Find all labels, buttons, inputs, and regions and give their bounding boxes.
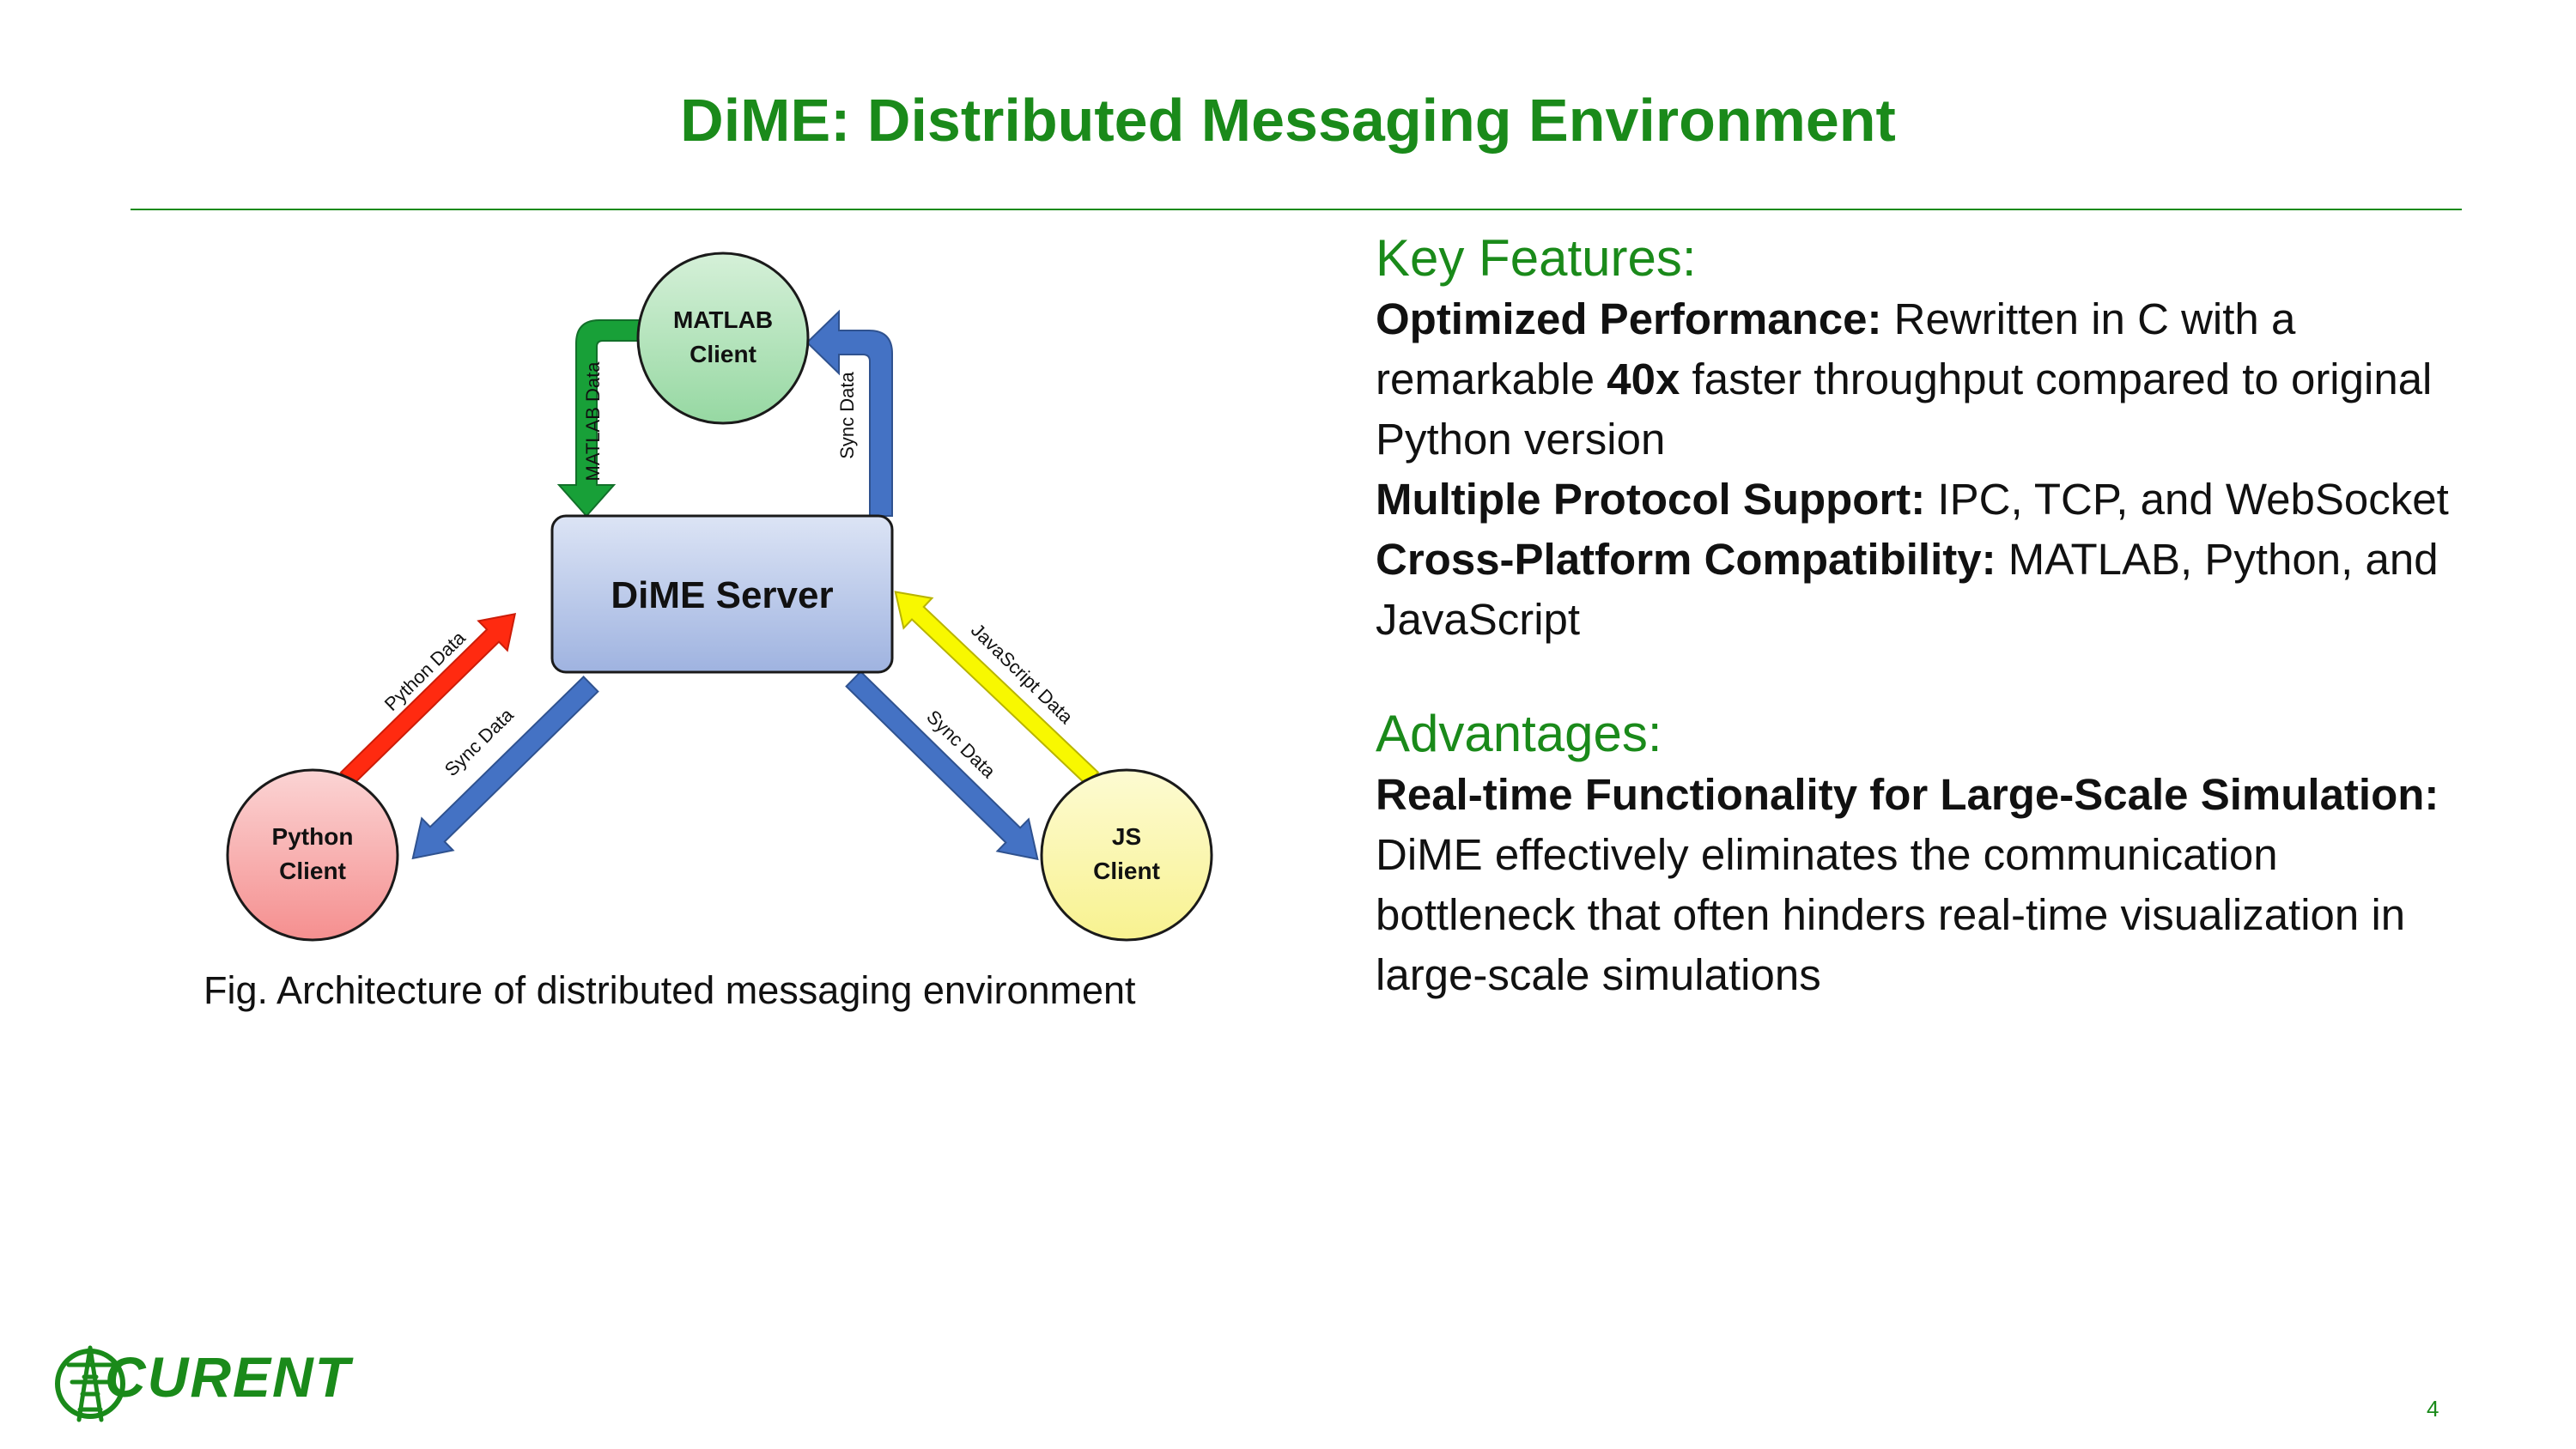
- key-features-heading: Key Features:: [1376, 229, 1697, 287]
- js-client-node: [1040, 768, 1213, 942]
- feature-item-cross-platform: Cross-Platform Compatibility: MATLAB, Py…: [1376, 530, 2475, 650]
- advantage-title: Real-time Functionality for Large-Scale …: [1376, 770, 2439, 819]
- matlab-client-label-line2: Client: [690, 341, 756, 367]
- feature-item-performance: Optimized Performance: Rewritten in C wi…: [1376, 289, 2475, 470]
- js-sync-arrow: [845, 670, 1039, 861]
- feature-item-protocol: Multiple Protocol Support: IPC, TCP, and…: [1376, 470, 2475, 530]
- dime-server-box: [550, 514, 894, 674]
- matlab-data-label: MATLAB Data: [582, 361, 604, 482]
- feature-text: IPC, TCP, and WebSocket: [1925, 475, 2449, 524]
- js-data-arrow: [894, 591, 1100, 786]
- curent-tower-logo-icon: [55, 1345, 125, 1422]
- architecture-diagram: DiME Server MATLAB Client Python Client …: [226, 252, 1213, 942]
- slide-title: DiME: Distributed Messaging Environment: [680, 87, 1896, 154]
- matlab-client-node: [636, 252, 810, 425]
- python-client-label-line2: Client: [279, 858, 346, 884]
- dime-server-label: DiME Server: [611, 574, 833, 616]
- page-number: 4: [2427, 1396, 2439, 1422]
- python-data-arrow: [339, 613, 517, 786]
- matlab-data-arrow: [556, 319, 641, 518]
- advantages-heading: Advantages:: [1376, 705, 1662, 762]
- matlab-sync-arrow: [805, 309, 893, 517]
- advantage-item-realtime: Real-time Functionality for Large-Scale …: [1376, 765, 2475, 1005]
- js-client-label-line2: Client: [1093, 858, 1160, 884]
- title-divider: [131, 209, 2462, 210]
- feature-title: Multiple Protocol Support:: [1376, 475, 1926, 524]
- feature-text: faster throughput compared to original P…: [1376, 355, 2433, 464]
- python-sync-arrow: [411, 676, 599, 860]
- feature-text: MATLAB, Python, and JavaScript: [1376, 535, 2439, 644]
- matlab-sync-label: Sync Data: [836, 371, 858, 458]
- advantage-text: DiME effectively eliminates the communic…: [1376, 830, 2406, 999]
- feature-title: Optimized Performance:: [1376, 294, 1882, 343]
- feature-title: Cross-Platform Compatibility:: [1376, 535, 1996, 584]
- features-panel: Key Features: Optimized Performance: Rew…: [1376, 227, 2475, 1005]
- python-client-label-line1: Python: [272, 823, 354, 850]
- js-client-label-line1: JS: [1112, 823, 1141, 850]
- figure-caption: Fig. Architecture of distributed messagi…: [204, 968, 1136, 1012]
- feature-highlight: 40x: [1607, 355, 1680, 403]
- curent-logo-text: CURENT: [105, 1345, 351, 1409]
- feature-text: Rewritten in C with a remarkable: [1376, 294, 2296, 403]
- python-client-node: [226, 768, 399, 942]
- matlab-client-label-line1: MATLAB: [673, 306, 773, 333]
